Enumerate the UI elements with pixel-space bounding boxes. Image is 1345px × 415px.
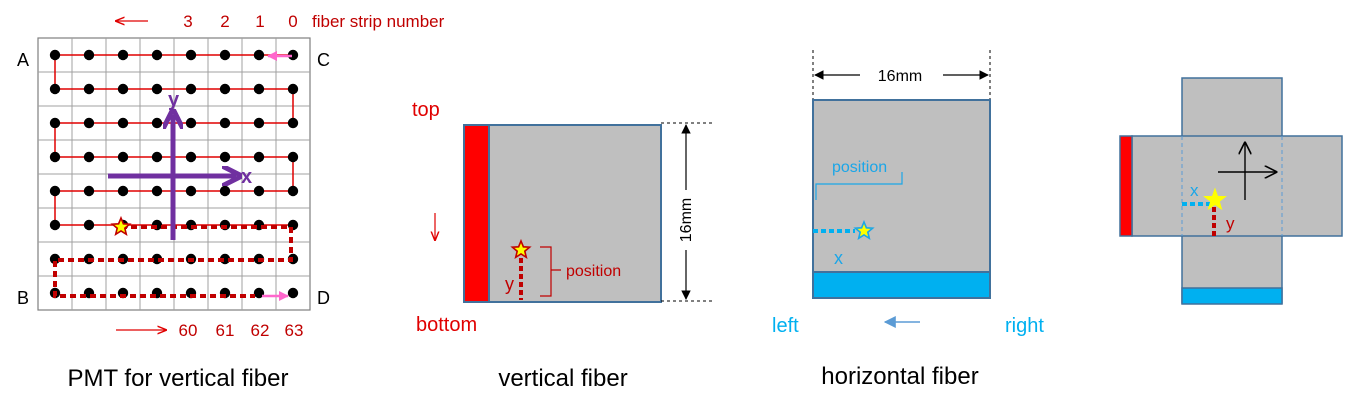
pmt-channel-dot [49,49,61,61]
pmt-channel-dot [151,117,163,129]
pmt-channel-dot [253,117,265,129]
position-bracket [540,246,561,297]
cyan-strip-small [1181,287,1283,305]
corner-a-label: A [17,50,29,70]
position-label: position [566,263,621,280]
pmt-channel-dot [151,83,163,95]
horizontal-tile-cross [1131,135,1343,237]
pmt-channel-dot [185,151,197,163]
strip-number-0: 0 [288,12,297,31]
horizontal-fiber-tile [812,99,991,273]
bottom-label: bottom [416,314,477,336]
pmt-channel-dot [253,49,265,61]
pmt-channel-dot [219,117,231,129]
strip-number-62: 62 [251,321,270,340]
pmt-channel-dot [185,185,197,197]
pmt-channel-dot [151,49,163,61]
pmt-channel-dot [253,83,265,95]
horizontal-size-label: 16mm [878,68,922,85]
pmt-channel-dot [185,49,197,61]
top-label: top [412,99,440,121]
pmt-channel-dot [49,151,61,163]
pmt-channel-dot [219,151,231,163]
pmt-channel-dot [151,185,163,197]
vertical-fiber-panel: top bottom 16mm y position vertical fibe… [412,99,712,392]
pmt-channel-dot [219,83,231,95]
pmt-channel-dot [49,117,61,129]
star-icon [1203,187,1227,211]
fiber-route [54,54,294,226]
strip-number-63: 63 [285,321,304,340]
pmt-channel-dot [49,253,61,265]
pmt-channel-dot [287,151,299,163]
position-label: position [832,159,887,176]
right-label: right [1005,315,1044,337]
star-icon [853,219,875,241]
panel2-title: vertical fiber [498,365,627,392]
pmt-channels [49,49,299,299]
corner-b-label: B [17,288,29,308]
pmt-channel-dot [49,83,61,95]
pmt-channel-dot [185,117,197,129]
strip-number-3: 3 [183,12,192,31]
pmt-channel-dot [49,219,61,231]
pmt-channel-dot [83,219,95,231]
strip-number-2: 2 [220,12,229,31]
pmt-channel-dot [185,83,197,95]
x-label: x [834,248,843,268]
corner-d-label: D [317,288,330,308]
pmt-channel-dot [117,117,129,129]
pmt-channel-dot [83,151,95,163]
vertical-size-label: 16mm [678,198,695,242]
panel3-title: horizontal fiber [821,363,978,390]
pmt-channel-dot [287,287,299,299]
star-icon [110,215,132,237]
pmt-channel-dot [117,83,129,95]
x-label: x [1190,181,1199,200]
x-axis-label: x [241,166,252,188]
panel1-title: PMT for vertical fiber [68,365,289,392]
left-label: left [772,315,799,337]
pmt-channel-dot [287,117,299,129]
star-icon [510,238,532,260]
horizontal-fiber-panel: 16mm position x left right horizontal fi… [772,50,1044,390]
pmt-channel-dot [253,151,265,163]
y-label: y [505,274,514,294]
vertical-fiber-strip [463,124,490,303]
pmt-channel-dot [117,151,129,163]
pmt-grid [37,37,311,311]
strip-number-1: 1 [255,12,264,31]
pmt-channel-dot [83,117,95,129]
pmt-channel-dot [219,49,231,61]
position-bracket [815,172,903,200]
pmt-channel-dot [117,185,129,197]
strip-number-61: 61 [216,321,235,340]
fiber-strip-caption: fiber strip number [312,12,445,31]
pmt-channel-dot [49,185,61,197]
pmt-channel-dot [287,83,299,95]
readout-path [53,225,293,298]
y-axis-label: y [168,89,180,111]
pmt-channel-dot [253,185,265,197]
y-label: y [1226,214,1235,233]
pmt-channel-dot [83,185,95,197]
pmt-channel-dot [287,49,299,61]
pmt-channel-dot [151,151,163,163]
strip-number-60: 60 [179,321,198,340]
pmt-channel-dot [83,83,95,95]
pmt-channel-dot [83,49,95,61]
pmt-panel: 3 2 1 0 fiber strip number A B C D x y 6… [17,12,445,392]
overlay-panel: x y [1119,77,1343,305]
pmt-channel-dot [253,287,265,299]
red-strip-small [1119,135,1133,237]
horizontal-fiber-strip [812,271,991,299]
fiber-path [54,54,294,226]
pmt-channel-dot [287,185,299,197]
pmt-channel-dot [117,49,129,61]
corner-c-label: C [317,50,330,70]
pmt-channel-dot [219,185,231,197]
